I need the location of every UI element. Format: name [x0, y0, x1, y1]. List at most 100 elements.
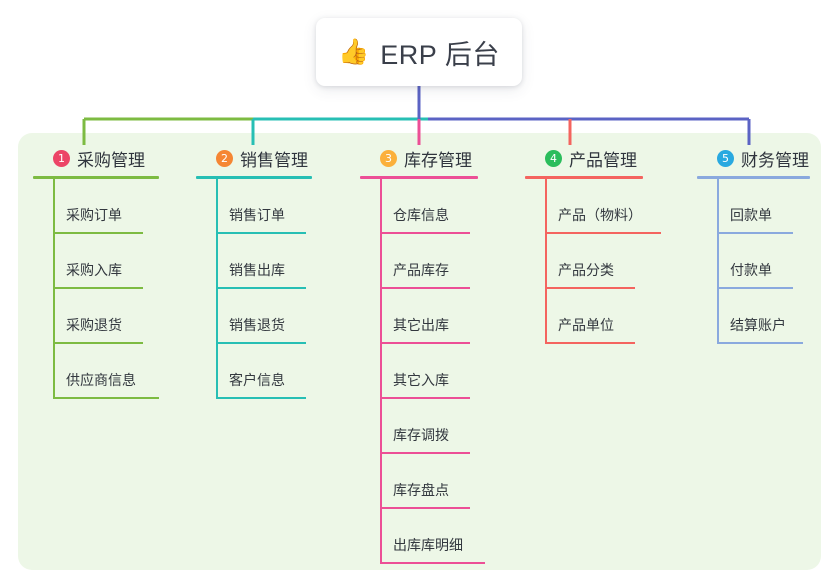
branch-item-label: 其它出库	[393, 317, 449, 333]
branch-number-badge: 5	[717, 149, 734, 167]
branch-item-underline	[216, 287, 306, 289]
branch-item-underline	[380, 562, 485, 564]
branch-item-label: 产品分类	[558, 262, 614, 278]
branch-item-list: 销售订单销售出库销售退货客户信息	[196, 179, 312, 399]
branch-item[interactable]: 采购退货	[33, 289, 159, 344]
branch-item[interactable]: 销售订单	[196, 179, 312, 234]
branch-item-underline	[717, 342, 803, 344]
branch-item-underline	[216, 342, 306, 344]
branch-item-underline	[53, 232, 143, 234]
branch-item[interactable]: 销售退货	[196, 289, 312, 344]
branch-item[interactable]: 仓库信息	[360, 179, 478, 234]
branch-title-label: 产品管理	[569, 150, 637, 170]
branch-underline	[360, 176, 478, 179]
branch-number-badge: 2	[216, 149, 233, 167]
branch-item-label: 采购入库	[66, 262, 122, 278]
branch-column-3: 3 库存管理仓库信息产品库存其它出库其它入库库存调拨库存盘点出库库明细	[360, 145, 485, 564]
branch-item[interactable]: 出库库明细	[360, 509, 485, 564]
branch-item-label: 产品库存	[393, 262, 449, 278]
branch-item-underline	[53, 342, 143, 344]
root-node-label: ERP 后台	[380, 39, 500, 70]
branch-item-underline	[216, 397, 306, 399]
branch-item-label: 库存调拨	[393, 427, 449, 443]
branch-item-list: 采购订单采购入库采购退货供应商信息	[33, 179, 159, 399]
branch-item-label: 付款单	[730, 262, 772, 278]
branch-item-label: 其它入库	[393, 372, 449, 388]
branch-trunk-line	[380, 179, 382, 564]
branch-item-underline	[717, 287, 793, 289]
branch-item-list: 仓库信息产品库存其它出库其它入库库存调拨库存盘点出库库明细	[360, 179, 485, 564]
branch-item-label: 供应商信息	[66, 372, 136, 388]
branch-item[interactable]: 库存调拨	[360, 399, 478, 454]
branch-underline	[33, 176, 159, 179]
branch-item[interactable]: 客户信息	[196, 344, 312, 399]
branch-column-5: 5 财务管理回款单付款单结算账户	[697, 145, 810, 344]
branch-trunk-line	[216, 179, 218, 399]
branch-item[interactable]: 销售出库	[196, 234, 312, 289]
branch-item[interactable]: 产品单位	[525, 289, 643, 344]
branch-item-label: 库存盘点	[393, 482, 449, 498]
branch-item-label: 销售退货	[229, 317, 285, 333]
branch-item[interactable]: 付款单	[697, 234, 810, 289]
branch-column-2: 2 销售管理销售订单销售出库销售退货客户信息	[196, 145, 312, 399]
branch-item-underline	[380, 452, 470, 454]
branch-item-underline	[380, 232, 470, 234]
branch-item[interactable]: 其它入库	[360, 344, 478, 399]
branch-item-label: 客户信息	[229, 372, 285, 388]
branch-item-underline	[380, 342, 470, 344]
branch-number-badge: 1	[53, 149, 70, 167]
branch-number-badge: 3	[380, 149, 397, 167]
branch-item[interactable]: 产品库存	[360, 234, 478, 289]
branch-item[interactable]: 回款单	[697, 179, 810, 234]
branch-item[interactable]: 供应商信息	[33, 344, 159, 399]
branch-item-underline	[545, 232, 661, 234]
branch-column-4: 4 产品管理产品（物料） 产品分类产品单位	[525, 145, 661, 344]
branch-item-label: 出库库明细	[393, 537, 463, 553]
branch-header-4[interactable]: 4 产品管理	[525, 145, 643, 171]
branch-item-label: 仓库信息	[393, 207, 449, 223]
branch-item[interactable]: 其它出库	[360, 289, 478, 344]
branch-item-underline	[53, 397, 159, 399]
branch-number-badge: 4	[545, 149, 562, 167]
branch-item-list: 产品（物料） 产品分类产品单位	[525, 179, 661, 344]
branch-item-underline	[380, 397, 470, 399]
branch-item-underline	[545, 287, 635, 289]
branch-item-underline	[53, 287, 143, 289]
branch-item[interactable]: 采购入库	[33, 234, 159, 289]
branch-item-label: 产品单位	[558, 317, 614, 333]
branch-title-label: 采购管理	[77, 150, 145, 170]
branch-item-list: 回款单付款单结算账户	[697, 179, 810, 344]
branch-column-1: 1 采购管理采购订单采购入库采购退货供应商信息	[33, 145, 159, 399]
branch-trunk-line	[53, 179, 55, 399]
branch-underline	[525, 176, 643, 179]
branch-title-label: 财务管理	[741, 150, 809, 170]
branch-header-5[interactable]: 5 财务管理	[697, 145, 810, 171]
branch-item-label: 销售订单	[229, 207, 285, 223]
branch-item[interactable]: 产品（物料）	[525, 179, 661, 234]
branch-item-label: 采购订单	[66, 207, 122, 223]
branch-item[interactable]: 结算账户	[697, 289, 810, 344]
branch-item[interactable]: 采购订单	[33, 179, 159, 234]
branch-header-1[interactable]: 1 采购管理	[33, 145, 159, 171]
branch-item-underline	[380, 507, 470, 509]
branch-title-label: 销售管理	[240, 150, 308, 170]
root-node[interactable]: 👍 ERP 后台	[316, 18, 522, 86]
branch-trunk-line	[717, 179, 719, 344]
branch-trunk-line	[545, 179, 547, 344]
branch-item[interactable]: 库存盘点	[360, 454, 478, 509]
branch-item-label: 回款单	[730, 207, 772, 223]
branch-item-underline	[216, 232, 306, 234]
branch-header-2[interactable]: 2 销售管理	[196, 145, 312, 171]
branch-item-underline	[545, 342, 635, 344]
branch-header-3[interactable]: 3 库存管理	[360, 145, 478, 171]
branch-item-label: 销售出库	[229, 262, 285, 278]
branch-item-underline	[717, 232, 793, 234]
branch-item[interactable]: 产品分类	[525, 234, 643, 289]
thumbs-up-icon: 👍	[338, 37, 370, 66]
branch-item-label: 产品（物料）	[558, 207, 642, 223]
branch-underline	[196, 176, 312, 179]
branch-title-label: 库存管理	[404, 150, 472, 170]
branch-item-label: 采购退货	[66, 317, 122, 333]
branch-item-underline	[380, 287, 470, 289]
